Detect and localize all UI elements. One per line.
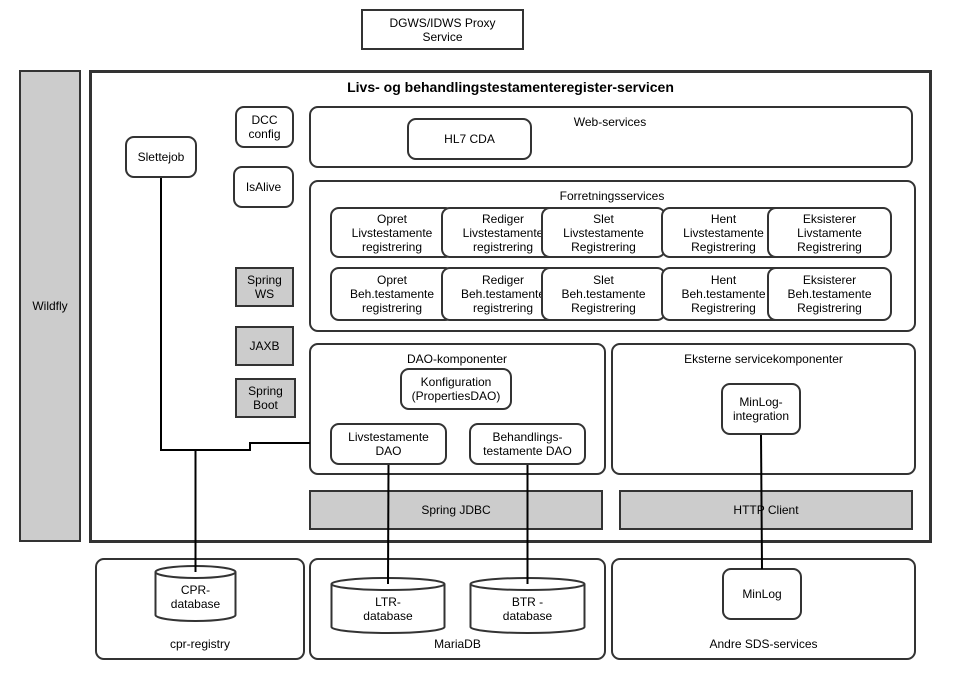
- spring-ws-library: Spring WS: [235, 267, 294, 307]
- mariadb-title: MariaDB: [434, 637, 481, 651]
- service-opret-beh-testamente: Opret Beh.testamente registrering: [330, 267, 454, 321]
- dgws-idws-proxy-service: DGWS/IDWS Proxy Service: [361, 9, 524, 50]
- behandlingstestamente-dao: Behandlings- testamente DAO: [469, 423, 586, 465]
- jaxb-library: JAXB: [235, 326, 294, 366]
- service-rediger-beh-testamente: Rediger Beh.testamente registrering: [441, 267, 565, 321]
- service-slet-livstestamente: Slet Livstestamente Registrering: [541, 207, 666, 258]
- dao-components-title: DAO-komponenter: [406, 352, 508, 366]
- minlog-box: MinLog: [722, 568, 802, 620]
- ltr-database-label: LTR- database: [363, 595, 413, 623]
- forretningsservices-title: Forretningsservices: [559, 189, 665, 203]
- wildfly-container: Wildfly: [19, 70, 81, 542]
- spring-boot-library: Spring Boot: [235, 378, 296, 418]
- service-eksisterer-livstestamente: Eksisterer Livstamente Registrering: [767, 207, 892, 258]
- service-eksisterer-beh-testamente: Eksisterer Beh.testamente Registrering: [767, 267, 892, 321]
- service-hent-beh-testamente: Hent Beh.testamente Registrering: [661, 267, 786, 321]
- btr-database-cylinder: BTR - database: [469, 577, 586, 635]
- slettejob-box: Slettejob: [125, 136, 197, 178]
- cpr-registry-title: cpr-registry: [169, 637, 230, 651]
- main-service-title: Livs- og behandlingstestamenteregister-s…: [347, 79, 674, 95]
- btr-database-label: BTR - database: [502, 595, 553, 623]
- spring-jdbc-bar: Spring JDBC: [309, 490, 603, 530]
- cylinder-shape: [469, 577, 586, 634]
- isalive-box: IsAlive: [233, 166, 294, 208]
- minlog-integration: MinLog- integration: [721, 383, 801, 435]
- http-client-bar: HTTP Client: [619, 490, 913, 530]
- web-services-title: Web-services: [573, 115, 647, 129]
- wildfly-label: Wildfly: [32, 299, 68, 313]
- hl7-cda-box: HL7 CDA: [407, 118, 532, 160]
- cpr-database-label: CPR- database: [170, 583, 221, 611]
- cpr-database-cylinder: CPR- database: [154, 565, 237, 623]
- service-opret-livstestamente: Opret Livstestamente registrering: [330, 207, 454, 258]
- service-slet-beh-testamente: Slet Beh.testamente Registrering: [541, 267, 666, 321]
- ltr-database-cylinder: LTR- database: [330, 577, 446, 635]
- external-service-components-title: Eksterne servicekomponenter: [684, 352, 843, 366]
- sds-services-title: Andre SDS-services: [709, 637, 818, 651]
- livstestamente-dao: Livstestamente DAO: [330, 423, 447, 465]
- dcc-config-box: DCC config: [235, 106, 294, 148]
- konfiguration-propertiesdao: Konfiguration (PropertiesDAO): [400, 368, 512, 410]
- cylinder-shape: [330, 577, 446, 634]
- service-hent-livstestamente: Hent Livstestamente Registrering: [661, 207, 786, 258]
